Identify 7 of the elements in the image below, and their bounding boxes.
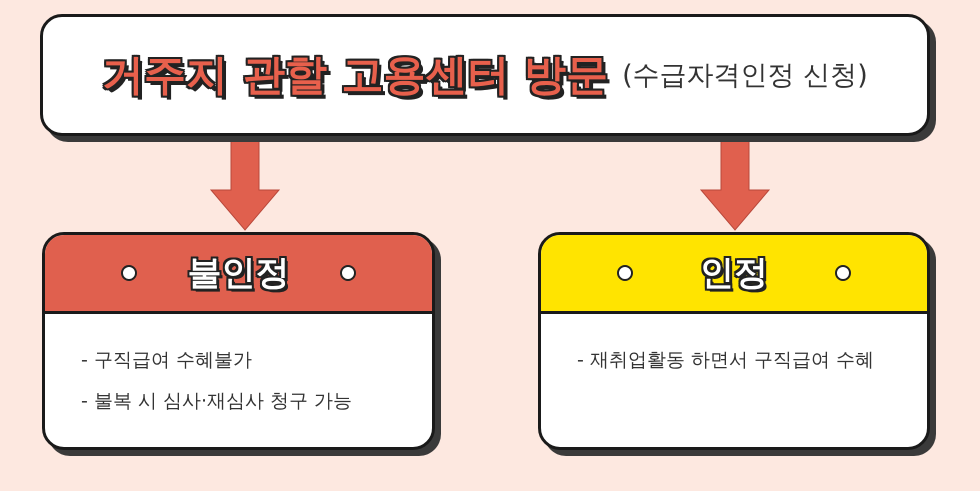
card-heading: 불인정	[188, 252, 290, 295]
subtitle-text: (수급자격인정 신청)	[622, 59, 868, 93]
card-heading: 인정	[700, 252, 768, 295]
list-item: - 구직급여 수혜불가	[81, 348, 252, 373]
title-text: 거주지 관할 고용센터 방문	[102, 49, 608, 101]
list-item: - 재취업활동 하면서 구직급여 수혜	[577, 348, 874, 373]
list-item: - 불복 시 심사·재심사 청구 가능	[81, 389, 352, 414]
